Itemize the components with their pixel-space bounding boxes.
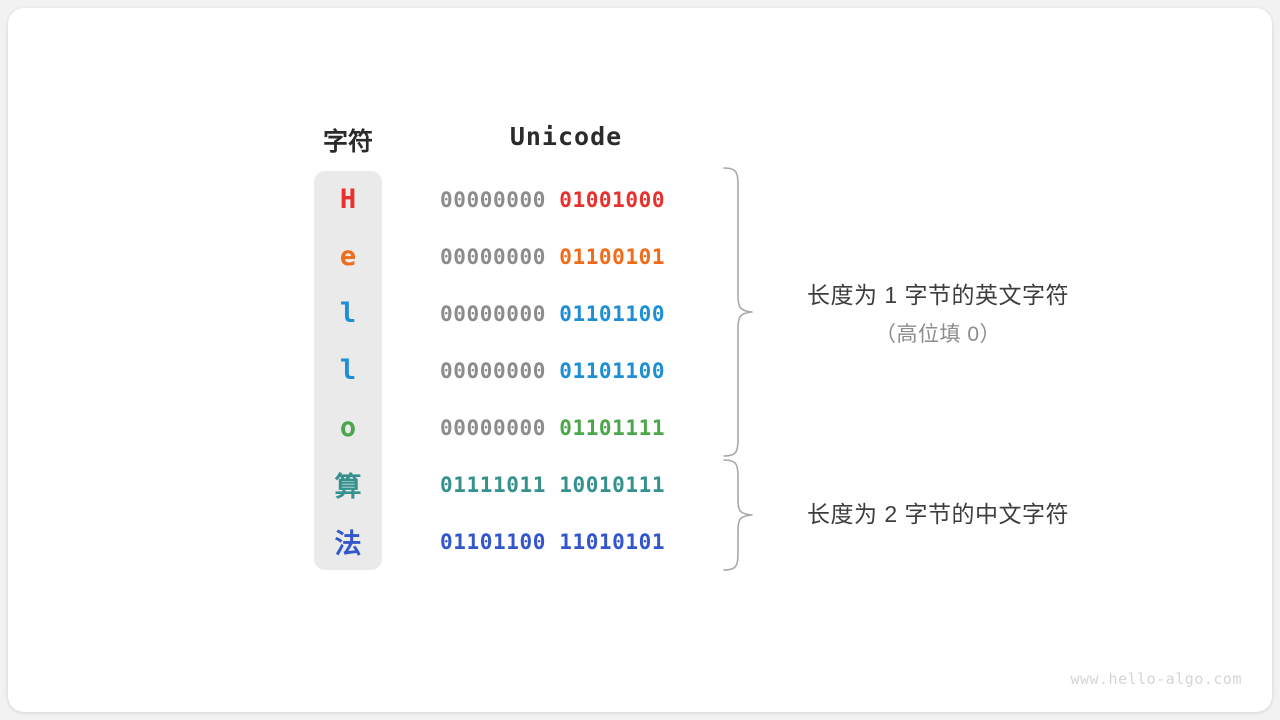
row-character: H — [339, 184, 357, 215]
row-low-byte: 01001000 — [559, 187, 666, 212]
byte-separator — [546, 530, 559, 554]
annotation-one-byte-main: 长度为 1 字节的英文字符 — [806, 282, 1070, 308]
row-low-byte: 01101111 — [559, 415, 666, 440]
row-low-byte: 11010101 — [559, 529, 666, 554]
row-character: l — [339, 298, 357, 329]
row-unicode-bits: 00000000 01101100 — [440, 342, 700, 399]
byte-separator — [546, 302, 559, 326]
row-character: 法 — [334, 529, 362, 559]
byte-separator — [546, 188, 559, 212]
row-unicode-bits: 01101100 11010101 — [440, 513, 700, 570]
row-high-byte: 00000000 — [440, 244, 546, 269]
row-low-byte: 01101100 — [559, 301, 666, 326]
row-character: 算 — [334, 472, 362, 502]
row-low-byte: 01100101 — [559, 244, 666, 269]
row-unicode-bits: 00000000 01101111 — [440, 399, 700, 456]
row-high-byte: 00000000 — [440, 358, 546, 383]
byte-separator — [546, 416, 559, 440]
byte-separator — [546, 473, 559, 497]
row-high-byte: 00000000 — [440, 187, 546, 212]
row-high-byte: 00000000 — [440, 415, 546, 440]
brace-two-byte — [723, 459, 753, 571]
character-column-background — [314, 171, 382, 570]
byte-separator — [546, 359, 559, 383]
brace-one-byte — [723, 167, 753, 457]
annotation-two-byte: 长度为 2 字节的中文字符 — [788, 495, 1088, 529]
annotation-two-byte-main: 长度为 2 字节的中文字符 — [806, 501, 1070, 527]
row-unicode-bits: 01111011 10010111 — [440, 456, 700, 513]
row-high-byte: 00000000 — [440, 301, 546, 326]
row-character: l — [339, 355, 357, 386]
row-unicode-bits: 00000000 01001000 — [440, 171, 700, 228]
row-low-byte: 10010111 — [559, 472, 666, 497]
diagram-card: 字符 Unicode H 00000000 01001000 e 00000000 0… — [8, 8, 1272, 712]
row-unicode-bits: 00000000 01101100 — [440, 285, 700, 342]
column-header-unicode: Unicode — [509, 122, 623, 151]
row-high-byte: 01111011 — [440, 472, 546, 497]
annotation-one-byte-sub: （高位填 0） — [874, 323, 1001, 346]
row-high-byte: 01101100 — [440, 529, 546, 554]
row-character: e — [339, 241, 357, 272]
row-unicode-bits: 00000000 01100101 — [440, 228, 700, 285]
row-low-byte: 01101100 — [559, 358, 666, 383]
row-character: o — [339, 412, 357, 443]
byte-separator — [546, 245, 559, 269]
column-header-character: 字符 — [322, 128, 373, 156]
annotation-one-byte: 长度为 1 字节的英文字符 （高位填 0） — [788, 276, 1088, 348]
watermark-url: www.hello-algo.com — [1070, 670, 1242, 688]
